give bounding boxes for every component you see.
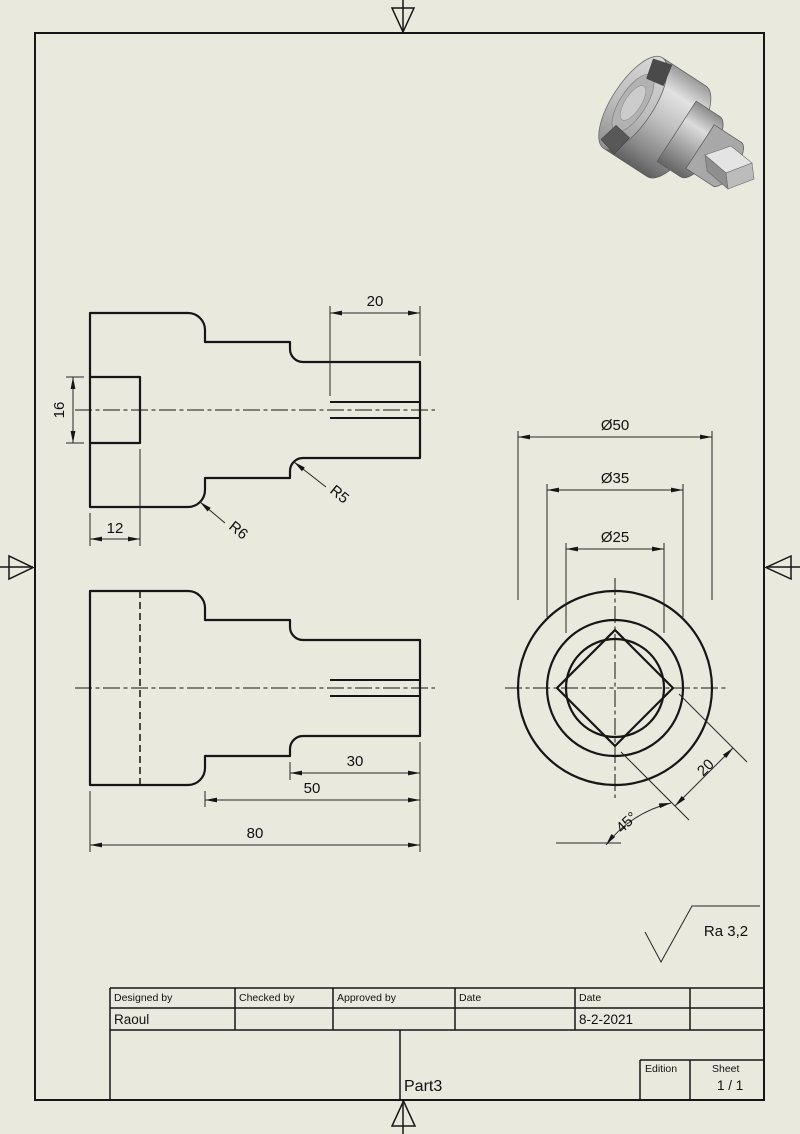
dim-16-label: 16 [51,402,68,419]
checked-by-label: Checked by [239,992,295,1004]
dim-20-label: 20 [367,293,384,310]
dim-dia50-label: Ø50 [601,417,629,434]
circle-dia50 [516,589,714,787]
roughness-check-icon [644,905,760,964]
radius-r5-label: R5 [326,482,352,507]
sheet-value: 1 / 1 [717,1078,743,1093]
dim-dia35-label: Ø35 [601,470,629,487]
dim-20: 20 [329,293,421,396]
centering-mark-top [390,0,416,34]
surface-finish-label: Ra 3,2 [704,923,748,940]
part-outline [88,311,422,509]
dim-dia25-label: Ø25 [601,529,629,546]
centering-mark-left [0,554,35,581]
square-socket [555,628,675,748]
edition-label: Edition [645,1063,677,1075]
iso-slot-lower [600,125,630,155]
centering-mark-bottom [390,1099,417,1134]
sheet-label: Sheet [712,1063,740,1075]
dim-dia35: Ø35 [546,470,684,617]
dim-45deg: 45° [556,802,672,846]
part-name: Part3 [404,1078,442,1095]
approved-by-label: Approved by [337,992,397,1004]
dim-16: 16 [51,376,84,444]
dim-30-label: 30 [347,753,364,770]
dim-80: 80 [89,791,420,852]
circle-dia25 [564,637,666,739]
title-block: Designed by Checked by Approved by Date … [109,987,764,1100]
isometric-view [598,55,755,190]
dim-50: 50 [204,780,420,807]
dim-30: 30 [289,753,420,780]
front-view: Ø50 Ø35 Ø25 20 45° [505,417,748,846]
bore-lines [330,401,420,419]
designed-by-label: Designed by [114,992,173,1004]
dim-20-label: 20 [694,756,718,780]
centering-mark-right [764,554,800,581]
dim-80-label: 80 [247,825,264,842]
part-outline [88,589,422,787]
iso-face-hub [619,85,647,121]
socket-notch [88,375,142,445]
date-label-2: Date [579,992,601,1004]
dim-dia50: Ø50 [517,417,713,600]
dim-50-label: 50 [304,780,321,797]
designed-by-value: Raoul [114,1012,149,1027]
iso-square-drive [704,145,755,190]
circle-dia35 [545,618,685,758]
bore-lines [330,679,420,697]
side-view-top: 20 16 12 R6 R5 [51,293,435,546]
leader-r6: R6 [199,501,251,543]
leader-r5: R5 [293,461,352,507]
dim-dia25: Ø25 [565,529,665,633]
iso-slot-upper [646,58,673,87]
date-value: 8-2-2021 [579,1012,633,1027]
border-rect [34,32,765,1101]
dim-12: 12 [89,449,141,546]
dim-12-label: 12 [107,520,124,537]
date-label-1: Date [459,992,481,1004]
side-view-bottom: 30 50 80 [75,589,435,852]
radius-r6-label: R6 [225,518,251,543]
title-block-grid [109,987,764,1100]
surface-finish-symbol: Ra 3,2 [644,905,760,964]
